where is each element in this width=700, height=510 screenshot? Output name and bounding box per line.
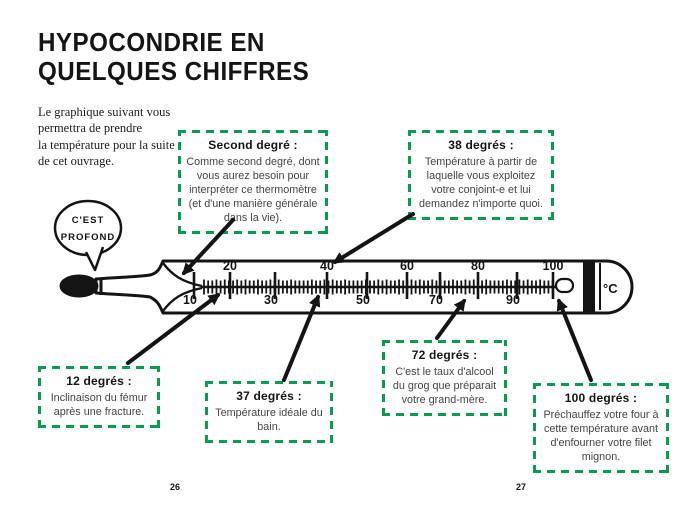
arrow-37-degres	[282, 294, 321, 382]
callout-title: 12 degrés :	[66, 374, 132, 388]
callout-title: 38 degrés :	[448, 138, 514, 152]
callout-title: 100 degrés :	[564, 391, 638, 405]
callout-second-degre: Second degré : Comme second degré, dont …	[178, 130, 328, 234]
thermometer-bulb	[59, 274, 99, 298]
scale-label: 80	[471, 259, 485, 273]
callout-body: C'est le taux d'alcool du grog que prépa…	[392, 366, 497, 407]
page-title-line1: HYPOCONDRIE EN	[38, 27, 265, 57]
callout-body: Préchauffez votre four à cette températu…	[543, 409, 659, 464]
scale-label: 10	[183, 293, 197, 307]
scale-label: 30	[264, 293, 278, 307]
thermometer: 10 20 30 40 50 60 70 80 90 100 °C	[59, 259, 634, 315]
callout-38-degres: 38 degrés : Température à partir de laqu…	[408, 130, 554, 220]
intro-line: permettra de prendre	[38, 121, 143, 136]
callout-72-degres: 72 degrés : C'est le taux d'alcool du gr…	[382, 340, 507, 416]
funnel-top-line	[162, 262, 203, 288]
annotation-arrows	[126, 212, 593, 382]
speech-bubble-text-line1: C'EST	[72, 215, 105, 226]
scale-label: 40	[320, 259, 334, 273]
cap-black-band	[583, 261, 595, 312]
temperature-scale: 10 20 30 40 50 60 70 80 90 100	[183, 259, 563, 307]
intro-line: de cet ouvrage.	[38, 153, 115, 168]
page-title-line2: QUELQUES CHIFFRES	[38, 56, 310, 87]
scale-label: 70	[429, 293, 443, 307]
page-number-right: 27	[516, 482, 527, 492]
funnel-bottom-line	[162, 286, 203, 312]
celsius-label: °C	[603, 281, 618, 296]
callout-title: 72 degrés :	[411, 348, 478, 362]
callout-title: Second degré :	[208, 138, 298, 152]
thermometer-casing	[94, 259, 634, 315]
scale-label: 50	[356, 293, 370, 307]
arrow-100-degres	[556, 298, 593, 382]
callout-37-degres: 37 degrés : Température idéale du bain.	[205, 381, 333, 443]
arrow-72-degres	[435, 298, 466, 340]
callout-100-degres: 100 degrés : Préchauffez votre four à ce…	[533, 383, 669, 473]
scale-label: 100	[543, 259, 564, 273]
callout-body: Comme second degré, dont vous aurez beso…	[186, 156, 320, 225]
capillary-end-loop	[554, 277, 575, 294]
callout-body: Température idéale du bain.	[215, 407, 323, 434]
speech-bubble: C'EST PROFOND	[53, 199, 123, 272]
intro-line: Le graphique suivant vous	[38, 105, 171, 119]
scale-label: 60	[400, 259, 414, 273]
speech-bubble-tail	[84, 246, 105, 272]
callout-body: Inclinaison du fémur après une fracture.	[50, 392, 148, 419]
page-number-left: 26	[170, 482, 181, 492]
arrow-12-degres	[126, 293, 221, 365]
intro-text: Le graphique suivant vous permettra de p…	[38, 104, 175, 169]
speech-bubble-text-line2: PROFOND	[61, 232, 116, 243]
arrow-38-degres	[332, 212, 415, 264]
callout-12-degres: 12 degrés : Inclinaison du fémur après u…	[38, 366, 160, 428]
page-title: HYPOCONDRIE EN QUELQUES CHIFFRES	[38, 27, 310, 87]
intro-line: la température pour la suite	[38, 137, 175, 152]
callout-body: Température à partir de laquelle vous ex…	[419, 156, 543, 211]
speech-bubble-outline	[53, 199, 123, 257]
scale-label: 90	[506, 293, 520, 307]
scale-label: 20	[223, 259, 237, 273]
callout-title: 37 degrés :	[236, 389, 302, 403]
